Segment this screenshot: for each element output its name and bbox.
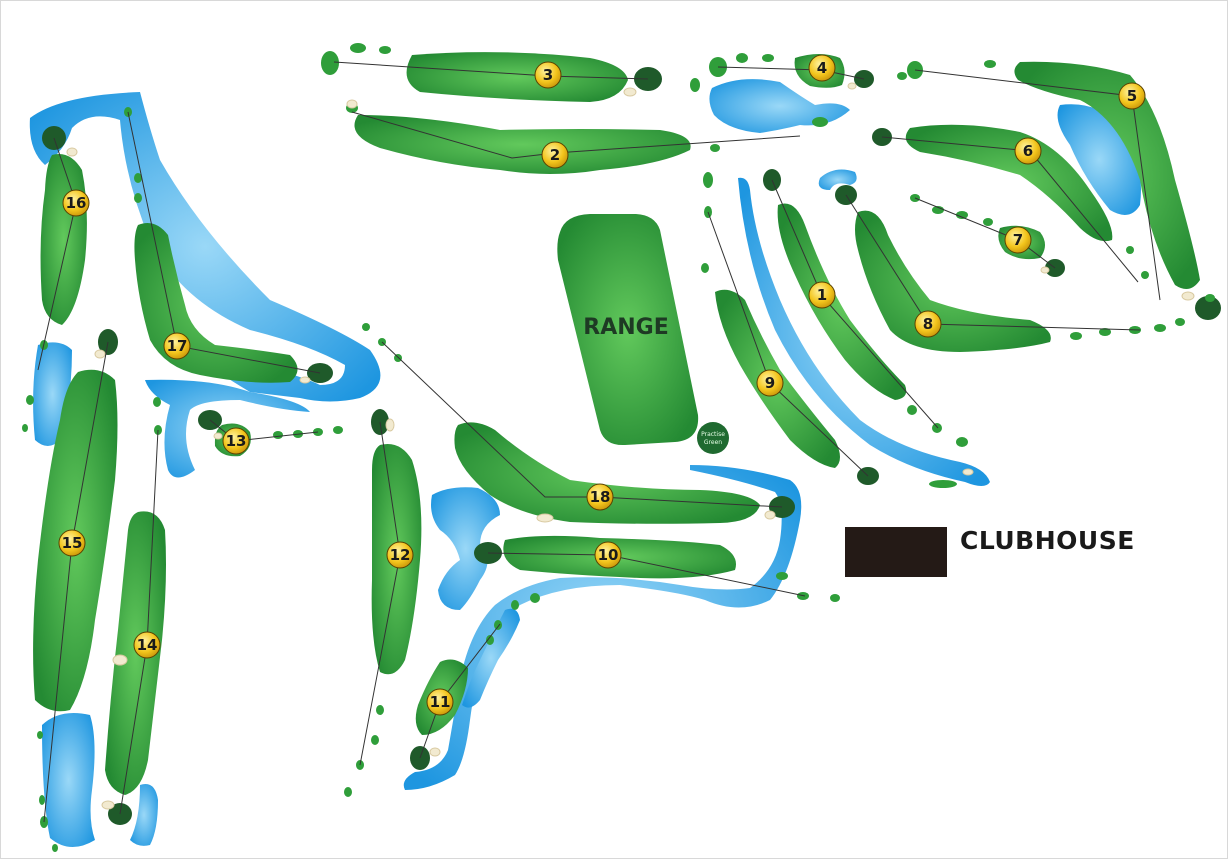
svg-text:14: 14 [137, 636, 158, 654]
hole-marker-1: 1 [808, 281, 836, 309]
clubhouse-label: CLUBHOUSE [960, 526, 1135, 555]
svg-text:12: 12 [390, 546, 411, 564]
svg-text:17: 17 [167, 337, 188, 355]
clubhouse-building [845, 527, 947, 577]
fairway-6 [905, 124, 1113, 242]
svg-text:15: 15 [62, 534, 83, 552]
fairway-3 [406, 52, 628, 102]
svg-text:11: 11 [430, 693, 451, 711]
bunkers [66, 82, 1195, 810]
hole-marker-12: 12 [386, 541, 414, 569]
water-14-right [130, 784, 158, 846]
water-hazards [29, 79, 1141, 848]
svg-text:3: 3 [543, 66, 553, 84]
fairway-5 [1014, 61, 1200, 289]
hole-marker-2: 2 [541, 141, 569, 169]
water-14-bottom [42, 712, 95, 848]
svg-text:18: 18 [590, 488, 611, 506]
svg-text:5: 5 [1127, 87, 1137, 105]
driving-range: RANGE [557, 214, 699, 446]
water-left-top [29, 92, 381, 402]
hole-marker-6: 6 [1014, 137, 1042, 165]
hole-marker-15: 15 [58, 529, 86, 557]
fairway-2 [354, 115, 691, 174]
water-13 [145, 379, 310, 478]
svg-text:8: 8 [923, 315, 933, 333]
hole-marker-18: 18 [586, 483, 614, 511]
practice-green: Practise Green [697, 422, 729, 454]
practice-green-line2: Green [704, 439, 722, 446]
svg-text:7: 7 [1013, 231, 1023, 249]
water-1-stream [738, 177, 990, 486]
svg-text:9: 9 [765, 374, 775, 392]
hole-marker-16: 16 [62, 189, 90, 217]
hole-marker-9: 9 [756, 369, 784, 397]
fairway-14 [105, 511, 166, 795]
fairway-1 [777, 203, 907, 400]
hole-marker-7: 7 [1004, 226, 1032, 254]
svg-text:16: 16 [66, 194, 87, 212]
hole-lines [37, 61, 1161, 823]
hole-marker-17: 17 [163, 332, 191, 360]
hole-marker-14: 14 [133, 631, 161, 659]
green-2 [321, 51, 339, 75]
svg-text:2: 2 [550, 146, 560, 164]
fairway-18 [454, 422, 760, 524]
hole-marker-5: 5 [1118, 82, 1146, 110]
svg-text:10: 10 [598, 546, 619, 564]
water-10-left [431, 487, 500, 610]
hole-markers: 1 2 3 4 5 6 7 8 9 10 11 12 13 14 15 16 1… [58, 54, 1146, 716]
hole-marker-8: 8 [914, 310, 942, 338]
green-5 [1195, 296, 1221, 320]
tee-markers [22, 43, 1215, 852]
fairway-8 [855, 210, 1051, 352]
svg-text:4: 4 [817, 59, 827, 77]
svg-text:13: 13 [226, 432, 247, 450]
hole-marker-13: 13 [222, 427, 250, 455]
practice-green-line1: Practise [701, 431, 725, 438]
fairways [33, 52, 1200, 795]
svg-text:6: 6 [1023, 142, 1033, 160]
range-label: RANGE [583, 315, 668, 340]
hole-marker-11: 11 [426, 688, 454, 716]
hole-marker-10: 10 [594, 541, 622, 569]
water-11-left [462, 608, 520, 708]
hole-marker-3: 3 [534, 61, 562, 89]
water-18-right [403, 465, 802, 790]
hole-marker-4: 4 [808, 54, 836, 82]
fairway-16 [40, 154, 87, 325]
water-7-top [818, 169, 857, 190]
svg-text:1: 1 [817, 286, 827, 304]
